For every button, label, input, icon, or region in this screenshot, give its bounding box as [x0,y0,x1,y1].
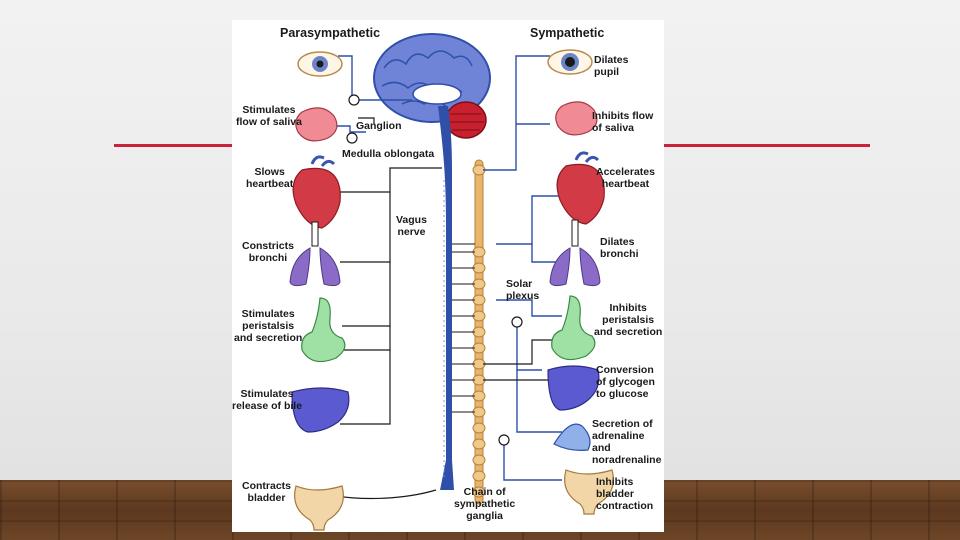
label-inhibits-bladder: Inhibits bladder contraction [596,476,654,512]
heart-icon-right [556,151,605,225]
label-vagus-nerve: Vagus nerve [396,214,427,238]
label-accelerates-heartbeat: Accelerates heartbeat [596,166,655,190]
label-adrenaline-secretion: Secretion of adrenaline and noradrenalin… [592,418,662,466]
liver-icon-right [547,365,600,411]
cerebellum-icon [445,101,487,139]
label-glycogen-conversion: Conversion of glycogen to glucose [596,364,655,400]
label-medulla-oblongata: Medulla oblongata [342,148,435,160]
parasympathetic-nerves [335,117,442,500]
spinal-cord [438,106,454,490]
header-parasympathetic: Parasympathetic [280,26,381,40]
label-dilates-pupil: Dilates pupil [594,54,629,78]
salivary-gland-icon-right [555,101,598,136]
sympathetic-chain [452,159,486,505]
stomach-icon-left [301,297,346,363]
label-inhibits-peristalsis: Inhibits peristalsis and secretion [594,302,663,338]
label-stimulates-peristalsis: Stimulates peristalsis and secretion [234,308,303,344]
header-sympathetic: Sympathetic [530,26,605,40]
ciliary-ganglion-icon [348,94,360,106]
label-solar-plexus: Solar plexus [506,278,540,302]
heart-icon-left [292,155,341,229]
label-inhibits-saliva: Inhibits flow of saliva [592,110,654,134]
ganglion-icon [346,132,358,144]
bladder-icon-right [564,469,614,515]
label-stimulates-saliva: Stimulates flow of saliva [236,104,302,128]
label-ganglion: Ganglion [356,120,402,132]
label-contracts-bladder: Contracts bladder [242,480,292,504]
accent-line-right [664,144,870,147]
bladder-icon-left [294,485,344,531]
label-dilates-bronchi: Dilates bronchi [600,236,639,260]
sympathetic-nerves [483,55,562,481]
label-slows-heartbeat: Slows heartbeat [246,166,294,190]
eye-icon-right [547,49,593,75]
stomach-icon-right [551,295,596,361]
salivary-gland-icon-left [295,107,338,142]
label-stimulates-bile: Stimulates release of bile [232,388,303,412]
label-chain-of-ganglia: Chain of sympathetic ganglia [454,486,516,522]
mesenteric-ganglion-icon [498,434,510,446]
lungs-icon-left [289,221,341,287]
eye-icon-left [297,51,343,77]
liver-icon-left [291,387,350,433]
lungs-icon-right [549,219,601,287]
nervous-system-diagram: Parasympathetic Sympathetic Stimulates f… [232,20,664,532]
label-constricts-bronchi: Constricts bronchi [242,240,294,264]
accent-line-left [114,144,234,147]
adrenal-gland-icon [553,423,591,451]
diagram-artwork [289,33,614,531]
solar-plexus-ganglion-icon [511,316,523,328]
